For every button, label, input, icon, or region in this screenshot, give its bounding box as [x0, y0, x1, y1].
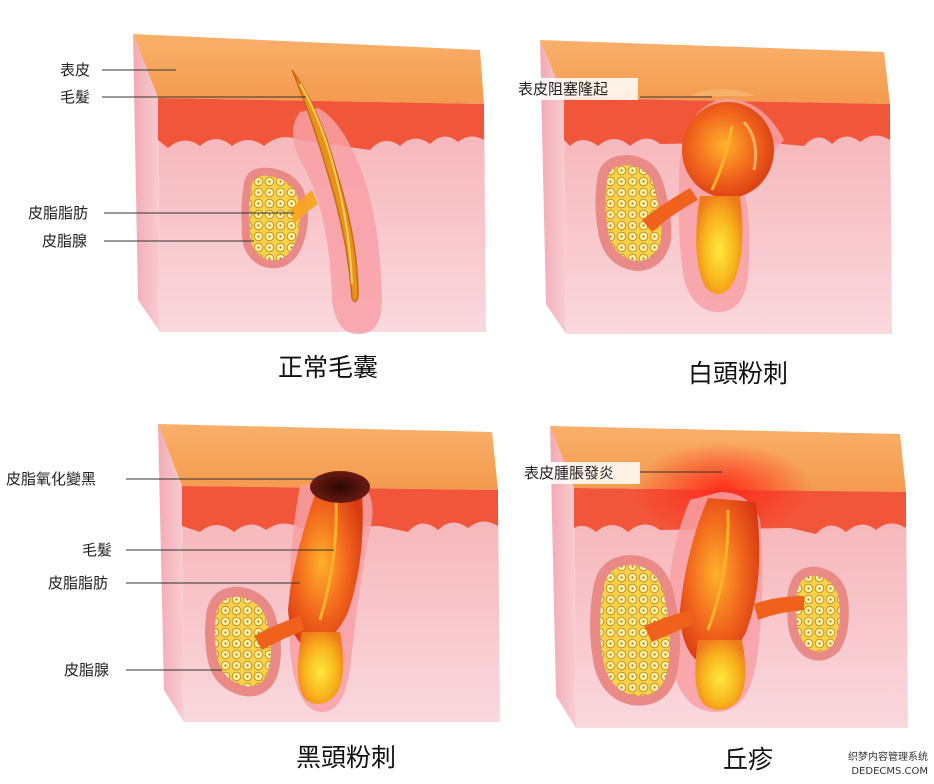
follicle-sheath [293, 108, 382, 334]
label-hair: 毛髮 [82, 541, 112, 559]
epidermis-bump [690, 89, 756, 96]
hair-shaft [710, 125, 734, 191]
sebum-duct [642, 188, 698, 232]
skin-left-side [550, 426, 576, 728]
label-gland: 皮脂腺 [42, 232, 87, 250]
hair-shaft [706, 509, 730, 631]
follicle-canal [680, 498, 760, 666]
caption-papule: 丘疹 [723, 745, 773, 774]
sebum-duct [290, 190, 318, 224]
sebum-duct [254, 616, 304, 650]
skin-top-surface [158, 424, 498, 490]
caption-blackhead: 黑頭粉刺 [296, 743, 396, 772]
sebaceous-gland [595, 154, 672, 272]
caption-whitehead: 白頭粉刺 [688, 359, 788, 388]
label-bump-bg [514, 78, 638, 100]
caption-normal: 正常毛囊 [278, 353, 378, 382]
label-swelling-bg [520, 462, 640, 484]
oxidized-plug [310, 471, 370, 503]
label-sebum: 皮脂脂肪 [48, 574, 108, 592]
panel-blackhead: 皮脂氧化變黑 毛髮 皮脂脂肪 皮脂腺 黑頭粉刺 [6, 424, 500, 772]
sebum-duct-right [754, 596, 804, 620]
skin-left-side [158, 424, 184, 722]
label-epidermis: 表皮 [60, 61, 90, 79]
sebaceous-gland-left [590, 554, 680, 706]
watermark-line2: DEDECMS.COM [851, 766, 928, 777]
skin-top-surface [133, 34, 484, 104]
follicle-bulb [695, 640, 746, 710]
skin-left-side [133, 34, 160, 332]
follicle-bulb [297, 632, 344, 704]
watermark: 织梦内容管理系统 DEDECMS.COM [848, 750, 928, 777]
label-sebum: 皮脂脂肪 [28, 204, 88, 222]
follicle-bulb [696, 196, 743, 294]
label-gland: 皮脂腺 [64, 661, 109, 679]
watermark-line1: 织梦内容管理系统 [848, 750, 928, 763]
plug-shine [742, 121, 758, 171]
hair-shaft [318, 499, 338, 621]
sebaceous-gland [205, 586, 281, 697]
inflammation-glow [632, 442, 812, 538]
hair-shine [299, 83, 353, 285]
sebaceous-gland [241, 167, 308, 269]
skin-left-side [540, 40, 566, 334]
sebum-duct-left [644, 610, 694, 642]
follicle-canal [288, 492, 363, 650]
panel-whitehead: 表皮阻塞隆起 白頭粉刺 [514, 40, 892, 388]
label-hair: 毛髮 [60, 88, 90, 106]
panel-papule: 表皮腫脹發炎 丘疹 [520, 426, 908, 774]
label-oxidized: 皮脂氧化變黑 [6, 470, 96, 488]
panel-normal: 表皮 毛髮 皮脂脂肪 皮脂腺 正常毛囊 [28, 34, 486, 382]
sebaceous-gland-right [786, 566, 849, 661]
label-bump: 表皮阻塞隆起 [518, 80, 608, 98]
label-swelling: 表皮腫脹發炎 [524, 464, 614, 482]
